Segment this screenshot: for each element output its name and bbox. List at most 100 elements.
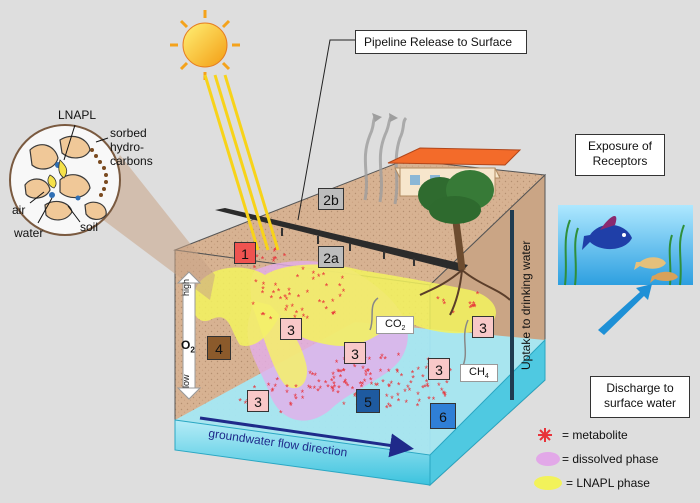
metabolite-mark: *: [301, 394, 305, 404]
zone-3-box-a: 3: [280, 318, 302, 340]
metabolite-mark: *: [307, 383, 311, 393]
metabolite-mark: *: [261, 285, 265, 295]
metabolite-mark: *: [317, 272, 321, 282]
metabolite-mark: *: [342, 287, 346, 297]
legend-metabolite: = metabolite: [562, 428, 628, 442]
metabolite-mark: *: [364, 368, 368, 378]
o2-high-label: high: [181, 278, 191, 296]
metabolite-mark: *: [342, 366, 346, 376]
metabolite-mark: *: [338, 292, 342, 302]
metabolite-mark: *: [325, 304, 329, 314]
metabolite-mark: *: [272, 254, 276, 264]
metabolite-mark: *: [387, 367, 391, 377]
metabolite-mark: *: [443, 300, 447, 310]
metabolite-mark: *: [289, 400, 293, 410]
metabolite-mark: *: [443, 390, 447, 400]
metabolite-mark: *: [277, 287, 281, 297]
metabolite-mark: *: [397, 396, 401, 406]
metabolite-mark: *: [385, 392, 389, 402]
metabolite-mark: *: [337, 368, 341, 378]
metabolite-mark: *: [360, 382, 364, 392]
metabolite-mark: *: [261, 255, 265, 265]
sunlight-rays: [203, 74, 280, 251]
metabolite-mark: *: [274, 255, 278, 265]
metabolite-mark: *: [421, 373, 425, 383]
metabolite-mark: *: [411, 374, 415, 384]
o2-label: O2: [181, 338, 195, 354]
inset-sorbed-line1: sorbed: [110, 126, 147, 140]
metabolite-mark: *: [425, 364, 429, 374]
metabolite-mark: *: [300, 306, 304, 316]
exposure-line2: Receptors: [592, 154, 648, 168]
vapor-wisps: [363, 114, 408, 205]
metabolite-mark: *: [387, 401, 391, 411]
metabolite-mark: *: [417, 365, 421, 375]
metabolite-mark: *: [354, 390, 358, 400]
zone-3-box-b: 3: [344, 342, 366, 364]
metabolite-mark: *: [361, 380, 365, 390]
co2-subscript: 2: [401, 325, 406, 333]
metabolite-mark: *: [342, 367, 346, 377]
metabolite-mark: *: [379, 367, 383, 377]
metabolite-mark: *: [468, 300, 472, 310]
metabolite-mark: *: [443, 392, 447, 402]
inset-leaders: [29, 124, 109, 224]
metabolite-mark: *: [306, 314, 310, 324]
metabolite-mark: *: [312, 275, 316, 285]
metabolite-mark: *: [333, 309, 337, 319]
metabolite-mark: *: [338, 281, 342, 291]
metabolite-mark: *: [385, 403, 389, 413]
metabolite-mark: *: [325, 281, 329, 291]
metabolite-mark: *: [473, 301, 477, 311]
metabolite-mark: *: [451, 309, 455, 319]
pipeline-drips: [281, 228, 415, 266]
ch4-label: CH4: [460, 364, 498, 383]
metabolite-mark: *: [294, 383, 298, 393]
metabolite-mark: *: [416, 390, 420, 400]
metabolite-mark: *: [297, 292, 301, 302]
metabolite-mark: *: [361, 364, 365, 374]
co2-text: CO: [385, 318, 402, 330]
exposure-line1: Exposure of: [587, 139, 653, 153]
metabolite-mark: *: [279, 295, 283, 305]
metabolite-mark: *: [442, 297, 446, 307]
metabolite-mark: *: [330, 377, 334, 387]
metabolite-mark: *: [337, 383, 341, 393]
metabolite-mark: *: [368, 355, 372, 365]
metabolite-mark: *: [272, 257, 276, 267]
metabolite-mark: *: [311, 370, 315, 380]
metabolite-mark: *: [295, 308, 299, 318]
metabolite-mark: *: [270, 387, 274, 397]
metabolite-mark: *: [390, 394, 394, 404]
legend-metabolite-icon: [538, 428, 552, 442]
zoom-cone: [90, 155, 215, 300]
zone-2a-box: 2a: [318, 246, 344, 268]
zone-3-box-e: 3: [472, 316, 494, 338]
metabolite-mark: *: [405, 398, 409, 408]
metabolite-mark: *: [331, 370, 335, 380]
metabolite-mark: *: [442, 389, 446, 399]
metabolite-mark: *: [471, 302, 475, 312]
pipeline-release-text: Pipeline Release to Surface: [364, 35, 513, 49]
metabolite-mark: *: [308, 369, 312, 379]
sun: [170, 10, 240, 80]
metabolite-mark: *: [380, 352, 384, 362]
metabolite-mark: *: [423, 382, 427, 392]
metabolite-mark: *: [251, 300, 255, 310]
metabolite-mark: *: [313, 384, 317, 394]
metabolite-mark: *: [319, 384, 323, 394]
metabolite-mark: *: [432, 395, 436, 405]
zone-2b-box: 2b: [318, 188, 344, 210]
metabolite-mark: *: [363, 377, 367, 387]
metabolite-mark: *: [342, 400, 346, 410]
metabolite-mark: *: [301, 388, 305, 398]
metabolite-mark: *: [314, 371, 318, 381]
metabolite-mark: *: [387, 382, 391, 392]
metabolite-mark: *: [472, 300, 476, 310]
metabolite-mark: *: [253, 263, 257, 273]
vapor-arrow-1: [372, 113, 382, 122]
discharge-arrow: [598, 284, 652, 335]
metabolite-mark: *: [336, 389, 340, 399]
zone-4-box: 4: [207, 336, 231, 360]
